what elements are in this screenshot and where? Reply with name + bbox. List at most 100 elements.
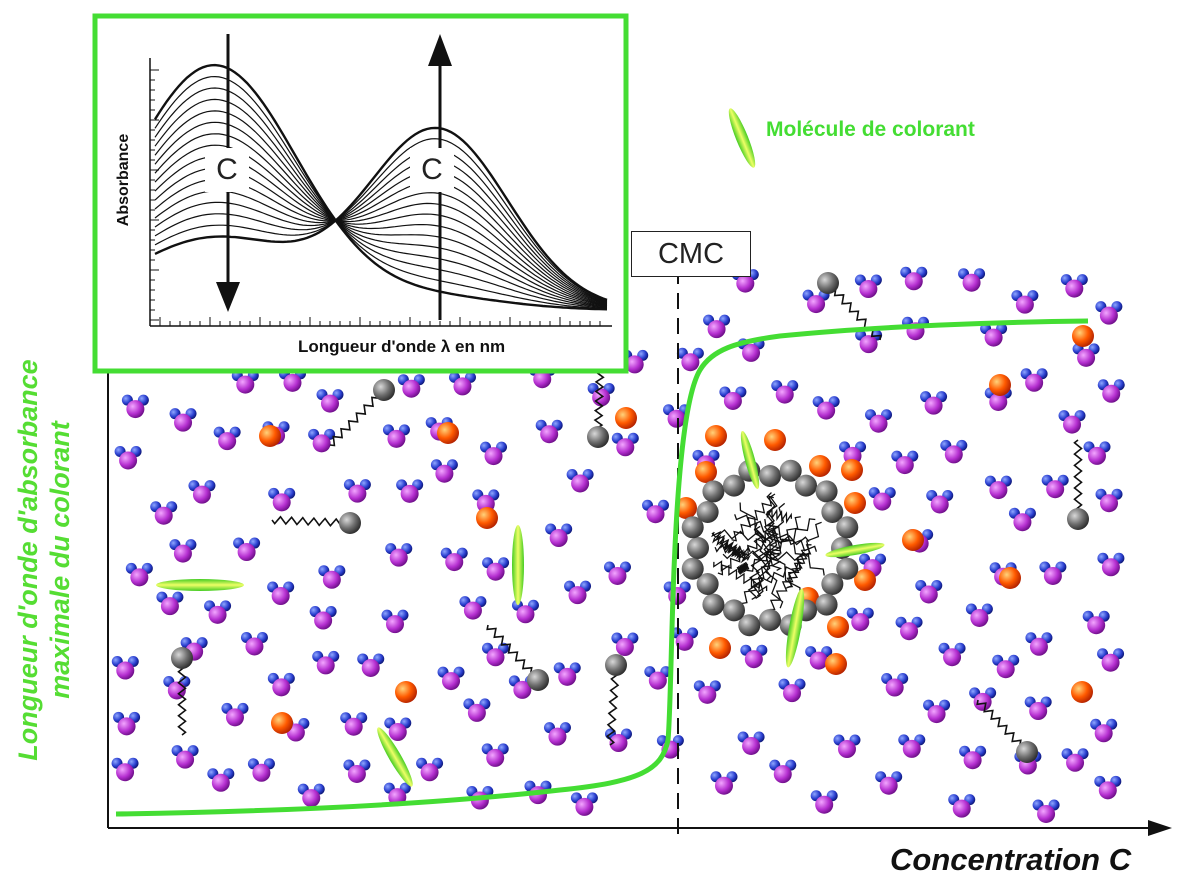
concentration-label-left: C — [205, 148, 249, 192]
counter-ion — [395, 681, 417, 703]
micelle-head — [815, 593, 838, 616]
water-molecule — [611, 432, 639, 457]
water-molecule — [1039, 561, 1067, 585]
micelle-head — [815, 480, 838, 503]
water-molecule — [1061, 748, 1089, 772]
water-molecule — [150, 501, 178, 525]
water-molecule — [169, 539, 197, 563]
surfactant-molecule — [1067, 439, 1089, 530]
water-molecule — [868, 487, 896, 511]
water-molecule — [644, 666, 672, 690]
water-molecule — [611, 632, 639, 657]
counter-ion — [827, 616, 849, 638]
water-molecule — [1025, 632, 1053, 656]
water-molecule — [810, 790, 838, 814]
surfactant-molecule — [976, 699, 1038, 763]
inset-spectrum-curve — [154, 159, 608, 303]
water-molecule — [481, 743, 509, 767]
surfactant-molecule — [605, 654, 627, 746]
water-molecule — [233, 537, 261, 562]
water-molecule — [207, 768, 235, 792]
dye-molecule — [156, 579, 244, 591]
water-molecule — [958, 268, 986, 292]
inset-spectrum-curve — [153, 63, 608, 311]
water-molecule — [855, 329, 883, 354]
inset-spectrum-curve — [154, 170, 608, 303]
x-axis-arrowhead — [1148, 820, 1172, 836]
water-molecule — [948, 794, 976, 818]
water-molecule — [980, 323, 1008, 347]
counter-ion — [841, 459, 863, 481]
water-molecule — [385, 543, 413, 567]
counter-ion — [437, 422, 459, 444]
water-molecule — [156, 591, 184, 616]
water-molecule — [396, 479, 424, 503]
water-molecule — [397, 374, 425, 398]
water-molecule — [382, 424, 410, 448]
cmc-label: CMC — [631, 231, 751, 277]
water-molecule — [1097, 648, 1125, 672]
water-molecule — [812, 396, 840, 420]
counter-ion — [1071, 681, 1093, 703]
micelle-head — [681, 557, 704, 580]
water-molecule — [340, 712, 368, 736]
water-molecule — [312, 650, 340, 675]
counter-ion — [809, 455, 831, 477]
water-molecule — [833, 734, 861, 759]
counter-ion — [705, 425, 727, 447]
micelle-head — [738, 614, 761, 637]
counter-ion — [695, 461, 717, 483]
water-molecule — [564, 580, 592, 605]
water-molecule — [247, 758, 275, 782]
micelle-head — [702, 593, 725, 616]
water-molecule — [1032, 799, 1060, 823]
inset-spectrum-curve — [154, 121, 608, 307]
decrease-arrowhead — [216, 282, 240, 312]
micelle — [681, 459, 859, 637]
water-molecule — [163, 675, 191, 700]
water-molecule — [309, 606, 337, 630]
inset-spectrum-curve — [154, 75, 608, 310]
micelle-head — [821, 501, 844, 523]
water-molecule — [416, 757, 444, 782]
water-molecule — [703, 314, 731, 339]
water-molecule — [308, 428, 336, 453]
water-molecule — [297, 783, 325, 808]
water-molecule — [543, 722, 571, 746]
counter-ion — [615, 407, 637, 429]
water-molecule — [267, 672, 295, 697]
water-molecule — [1095, 488, 1123, 513]
water-molecule — [992, 654, 1020, 679]
water-molecule — [316, 389, 344, 413]
water-molecule — [940, 439, 968, 464]
water-molecule — [1041, 474, 1069, 499]
y-axis-label: Longueur d'onde d'absorbance maximale du… — [13, 359, 75, 761]
water-molecule — [846, 607, 874, 632]
micelle-head — [723, 474, 745, 497]
legend-dye-label: Molécule de colorant — [766, 118, 975, 141]
water-molecule — [965, 603, 993, 627]
concentration-label-right: C — [410, 148, 454, 192]
water-molecule — [213, 426, 241, 451]
water-molecule — [895, 616, 923, 641]
water-molecule — [570, 792, 598, 816]
micelle-head — [687, 537, 709, 559]
water-molecule — [437, 666, 465, 691]
water-molecule — [1095, 301, 1123, 325]
water-molecule — [535, 419, 563, 444]
water-molecule — [1020, 368, 1048, 392]
micelle-head — [702, 480, 725, 503]
water-molecule — [553, 662, 581, 686]
dye-molecule — [825, 542, 885, 558]
counter-ion — [999, 567, 1021, 589]
inset-spectrum-curve — [154, 133, 608, 307]
water-molecule — [343, 479, 371, 503]
counter-ion — [989, 374, 1011, 396]
counter-ion — [259, 425, 281, 447]
water-molecule — [891, 450, 919, 475]
water-molecule — [343, 759, 371, 783]
water-molecule — [482, 557, 510, 581]
water-molecule — [642, 499, 670, 524]
water-molecule — [545, 523, 573, 548]
water-molecule — [693, 680, 721, 704]
